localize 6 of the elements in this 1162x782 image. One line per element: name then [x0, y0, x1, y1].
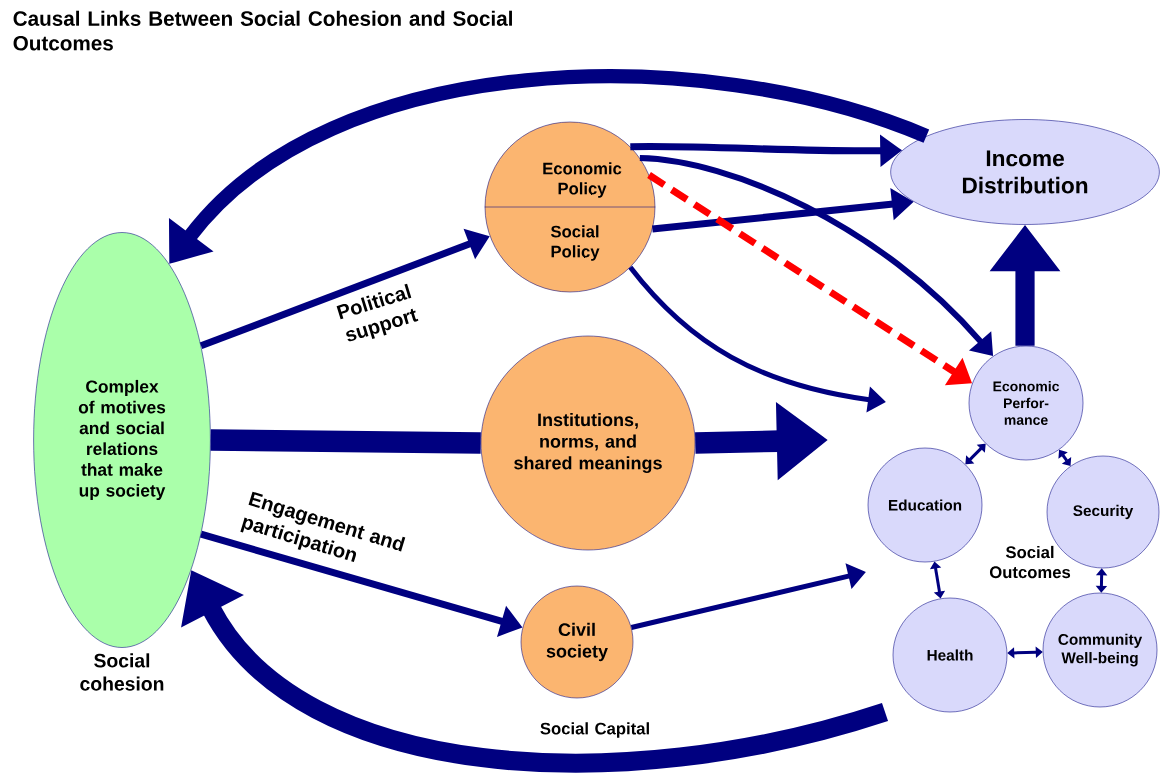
caption-text: Social cohesion: [80, 653, 164, 691]
title: Causal Links Between Social Cohesion and Social Outcomes: [13, 10, 512, 51]
arrow: [1095, 568, 1108, 593]
caption-text: Social Capital: [540, 722, 649, 738]
arrow: [1007, 646, 1043, 659]
arrow: [965, 443, 986, 465]
